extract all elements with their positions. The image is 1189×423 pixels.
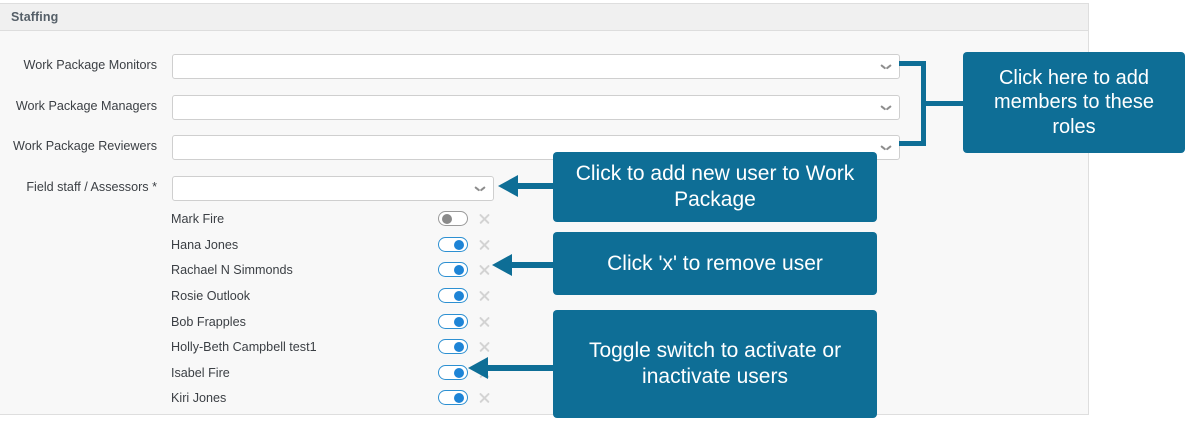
close-icon[interactable] (478, 238, 491, 251)
list-item: Hana Jones (170, 234, 515, 259)
close-icon[interactable] (478, 391, 491, 404)
close-icon[interactable] (478, 315, 491, 328)
user-active-toggle[interactable] (438, 262, 468, 277)
user-name: Isabel Fire (171, 366, 230, 380)
select-field-staff-assessors[interactable] (172, 176, 494, 201)
toggle-knob (454, 265, 464, 276)
toggle-knob (442, 214, 452, 225)
page-title: Staffing (11, 10, 59, 24)
toggle-knob (454, 291, 464, 302)
label-field-staff-assessors: Field staff / Assessors * (26, 180, 157, 194)
callout-add-new-user: Click to add new user to Work Package (553, 152, 877, 222)
user-active-toggle[interactable] (438, 211, 468, 226)
arrow-head (468, 357, 488, 379)
form-row-work-package-managers: Work Package Managers (0, 95, 905, 123)
callout-toggle-active: Toggle switch to activate or inactivate … (553, 310, 877, 418)
list-item: Rachael N Simmonds (170, 259, 515, 284)
list-item: Bob Frapples (170, 311, 515, 336)
close-icon[interactable] (478, 263, 491, 276)
callout-text: Click 'x' to remove user (607, 251, 823, 275)
user-active-toggle[interactable] (438, 365, 468, 380)
user-active-toggle[interactable] (438, 237, 468, 252)
close-icon[interactable] (478, 289, 491, 302)
chevron-down-icon (881, 64, 890, 69)
select-work-package-monitors[interactable] (172, 54, 900, 79)
bracket-bottom-arm (899, 141, 926, 146)
user-active-toggle[interactable] (438, 339, 468, 354)
user-name: Kiri Jones (171, 391, 227, 405)
label-work-package-monitors: Work Package Monitors (23, 58, 157, 72)
user-name: Rachael N Simmonds (171, 263, 293, 277)
label-work-package-managers: Work Package Managers (15, 99, 157, 113)
arrow-shaft (514, 183, 558, 189)
callout-text: Click to add new user to Work Package (575, 162, 855, 211)
list-item: Holly-Beth Campbell test1 (170, 336, 515, 361)
callout-add-members-roles: Click here to add members to these roles (963, 52, 1185, 153)
form-row-field-staff-assessors: Field staff / Assessors * (0, 176, 500, 204)
form-row-work-package-monitors: Work Package Monitors (0, 54, 905, 82)
user-active-toggle[interactable] (438, 288, 468, 303)
arrow-shaft (508, 262, 558, 268)
user-name: Bob Frapples (171, 315, 246, 329)
list-item: Rosie Outlook (170, 285, 515, 310)
arrow-add-new-user (498, 175, 558, 197)
callout-text: Click here to add members to these roles (993, 66, 1155, 138)
list-item: Isabel Fire (170, 362, 515, 387)
user-active-toggle[interactable] (438, 314, 468, 329)
bracket-spine (921, 61, 926, 146)
user-name: Holly-Beth Campbell test1 (171, 340, 317, 354)
toggle-knob (454, 342, 464, 353)
form-row-work-package-reviewers: Work Package Reviewers (0, 135, 905, 163)
list-item: Kiri Jones (170, 387, 515, 412)
arrow-head (492, 254, 512, 276)
label-work-package-reviewers: Work Package Reviewers (13, 139, 157, 153)
select-work-package-managers[interactable] (172, 95, 900, 120)
user-name: Mark Fire (171, 212, 225, 226)
user-name: Rosie Outlook (171, 289, 251, 303)
close-icon[interactable] (478, 212, 491, 225)
toggle-knob (454, 317, 464, 328)
arrow-head (498, 175, 518, 197)
toggle-knob (454, 393, 464, 404)
callout-remove-user: Click 'x' to remove user (553, 232, 877, 295)
list-item: Mark Fire (170, 208, 515, 233)
bracket-top-arm (899, 61, 926, 66)
bracket-connector-roles (899, 61, 926, 146)
staffing-panel: Staffing Work Package Monitors Work Pack… (0, 3, 1089, 415)
arrow-shaft (484, 365, 560, 371)
chevron-down-icon (881, 145, 890, 150)
arrow-toggle-active (468, 357, 560, 379)
chevron-down-icon (475, 186, 484, 191)
callout-text: Toggle switch to activate or inactivate … (588, 339, 842, 388)
user-active-toggle[interactable] (438, 390, 468, 405)
bracket-stub-roles (924, 101, 964, 106)
close-icon[interactable] (478, 340, 491, 353)
toggle-knob (454, 368, 464, 379)
panel-header: Staffing (0, 4, 1088, 31)
toggle-knob (454, 240, 464, 251)
arrow-remove-user (492, 254, 558, 276)
chevron-down-icon (881, 105, 890, 110)
user-name: Hana Jones (171, 238, 239, 252)
